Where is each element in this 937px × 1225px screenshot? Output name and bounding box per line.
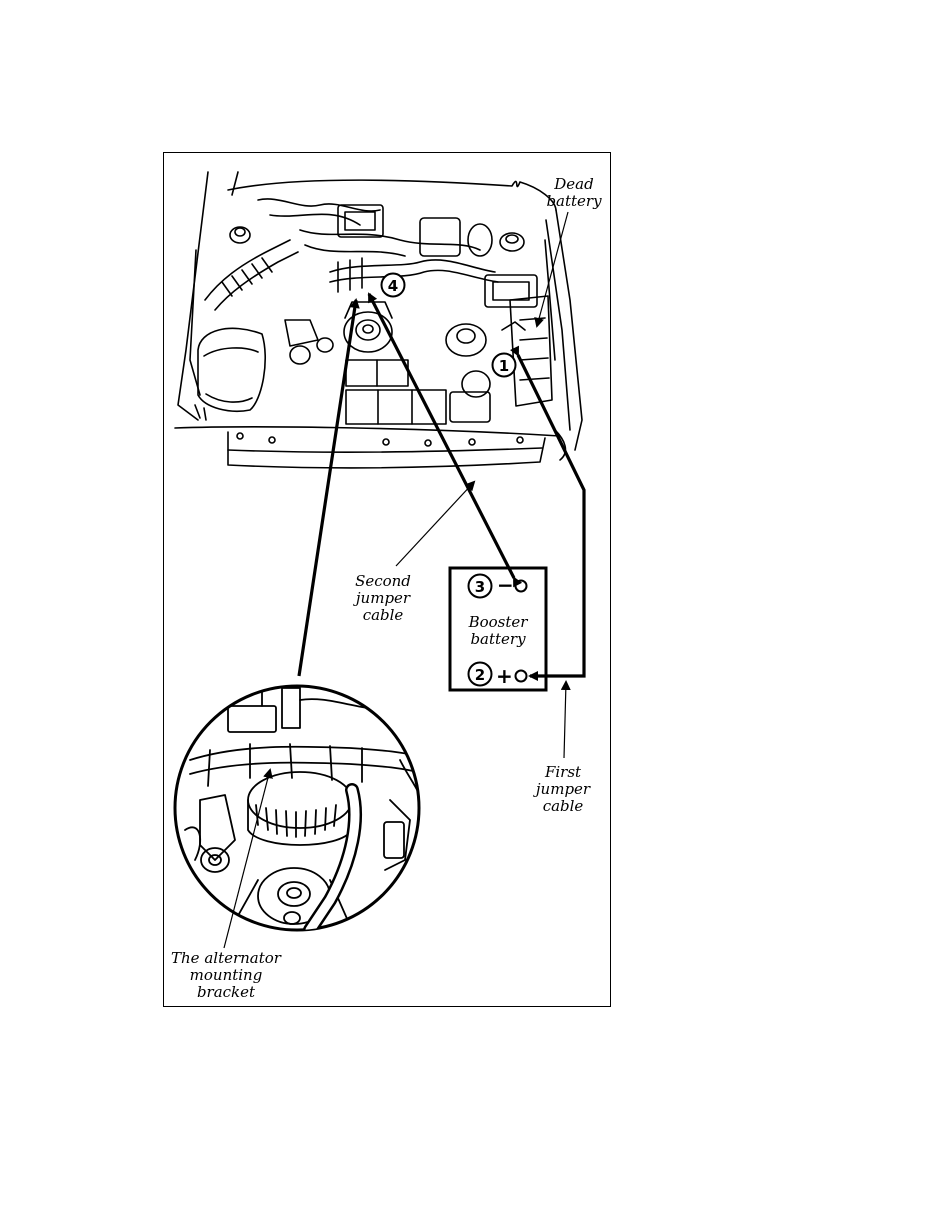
inset-leader-cable [299, 300, 356, 676]
label-first-jumper-cable: First jumper cable [530, 764, 596, 815]
engine-bay-drawing [175, 172, 582, 468]
positive-terminal [516, 671, 527, 682]
leader-dead-battery [537, 212, 568, 326]
step-2-label: 2 [475, 666, 485, 684]
label-dead-battery: Dead battery [544, 176, 604, 210]
leader-second-cable [396, 482, 474, 566]
step-1-label: 1 [499, 357, 509, 375]
alternator-closeup-drawing [175, 686, 430, 942]
negative-sign: − [497, 575, 514, 595]
leader-first-cable [564, 682, 566, 758]
negative-terminal [516, 581, 527, 592]
second-jumper-cable [369, 294, 514, 578]
label-second-jumper-cable: Second jumper cable [350, 573, 416, 624]
positive-sign: + [496, 666, 513, 686]
leader-alternator-bracket [224, 770, 270, 948]
step-4-label: 4 [388, 277, 398, 295]
label-booster-battery: Booster battery [456, 614, 540, 648]
step-3-label: 3 [475, 578, 485, 596]
label-alternator-bracket: The alternator mounting bracket [168, 950, 284, 1001]
